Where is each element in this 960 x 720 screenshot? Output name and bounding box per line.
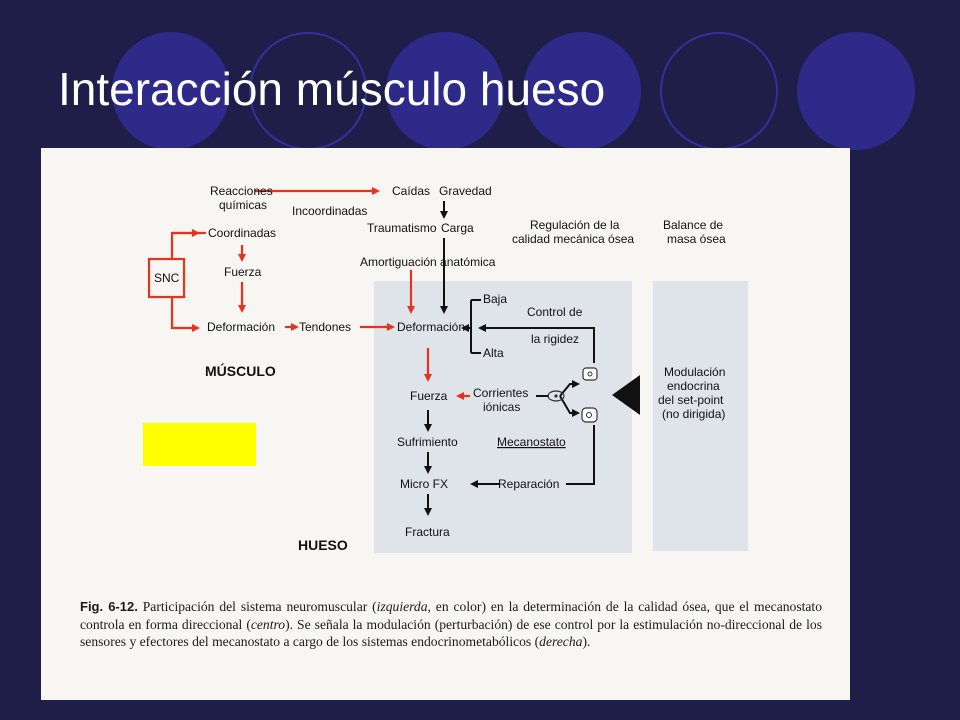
label-caidas: Caídas <box>392 184 430 198</box>
label-micro-fx: Micro FX <box>400 477 448 491</box>
label-modulacion-4: (no dirigida) <box>662 407 725 421</box>
figure-caption: Fig. 6-12. Participación del sistema neu… <box>80 598 822 651</box>
effector-glyph-bottom <box>581 407 598 423</box>
label-deformacion-musculo: Deformación <box>207 320 275 334</box>
label-coordinadas: Coordinadas <box>208 226 276 240</box>
caption-text-3: ). Se señala la modulación (perturbación… <box>80 616 822 650</box>
caption-fig-label: Fig. 6-12. <box>80 599 138 614</box>
modulation-triangle <box>612 375 640 415</box>
label-modulacion-1: Modulación <box>664 365 725 379</box>
label-reacciones-2: químicas <box>219 198 267 212</box>
caption-text-4: ). <box>582 634 591 649</box>
label-reparacion: Reparación <box>498 477 559 491</box>
label-regulacion-1: Regulación de la <box>530 218 620 232</box>
caption-italic-1: izquierda <box>376 599 428 614</box>
caption-text-2: , en color) en la determinación de la ca… <box>80 599 822 632</box>
effector-glyph-top <box>582 367 598 381</box>
label-ionicas: iónicas <box>483 400 520 414</box>
label-fractura: Fractura <box>405 525 450 539</box>
label-traumatismo: Traumatismo <box>367 221 437 235</box>
label-gravedad: Gravedad <box>439 184 492 198</box>
label-alta: Alta <box>483 346 504 360</box>
slide-title: Interacción músculo hueso <box>58 63 606 115</box>
label-musculo: MÚSCULO <box>205 362 276 379</box>
label-hueso: HUESO <box>298 537 348 553</box>
red-arrows <box>170 187 470 400</box>
yellow-highlight <box>143 423 256 466</box>
sensor-glyph <box>547 390 565 402</box>
label-balance-1: Balance de <box>663 218 723 232</box>
label-control-de: Control de <box>527 305 583 319</box>
decor-circle-6 <box>797 32 915 150</box>
label-fuerza-musculo: Fuerza <box>224 265 262 279</box>
label-modulacion-3: del set-point <box>658 393 724 407</box>
label-snc: SNC <box>154 271 180 285</box>
label-regulacion-2: calidad mecánica ósea <box>512 232 634 246</box>
caption-text-1: Participación del sistema neuromuscular … <box>142 599 377 614</box>
label-fuerza-hueso: Fuerza <box>410 389 448 403</box>
shaded-panel-right <box>653 281 748 551</box>
caption-italic-3: derecha <box>539 634 583 649</box>
label-reacciones-1: Reacciones <box>210 184 273 198</box>
label-incoordinadas: Incoordinadas <box>292 204 367 218</box>
label-corrientes: Corrientes <box>473 386 528 400</box>
label-mecanostato: Mecanostato <box>497 435 566 449</box>
label-baja: Baja <box>483 292 507 306</box>
black-arrows <box>424 201 595 516</box>
label-balance-2: masa ósea <box>667 232 726 246</box>
label-sufrimiento: Sufrimiento <box>397 435 458 449</box>
label-carga: Carga <box>441 221 474 235</box>
decor-circle-4 <box>523 32 641 150</box>
label-deformacion-hueso: Deformación <box>397 320 465 334</box>
decor-circle-3 <box>386 32 504 150</box>
label-la-rigidez: la rigidez <box>531 332 579 346</box>
label-tendones: Tendones <box>299 320 351 334</box>
label-modulacion-2: endocrina <box>667 379 720 393</box>
label-amortiguacion: Amortiguación anatómica <box>360 255 496 269</box>
snc-box <box>147 257 186 299</box>
decor-circle-1 <box>112 32 230 150</box>
caption-italic-2: centro <box>250 616 286 632</box>
